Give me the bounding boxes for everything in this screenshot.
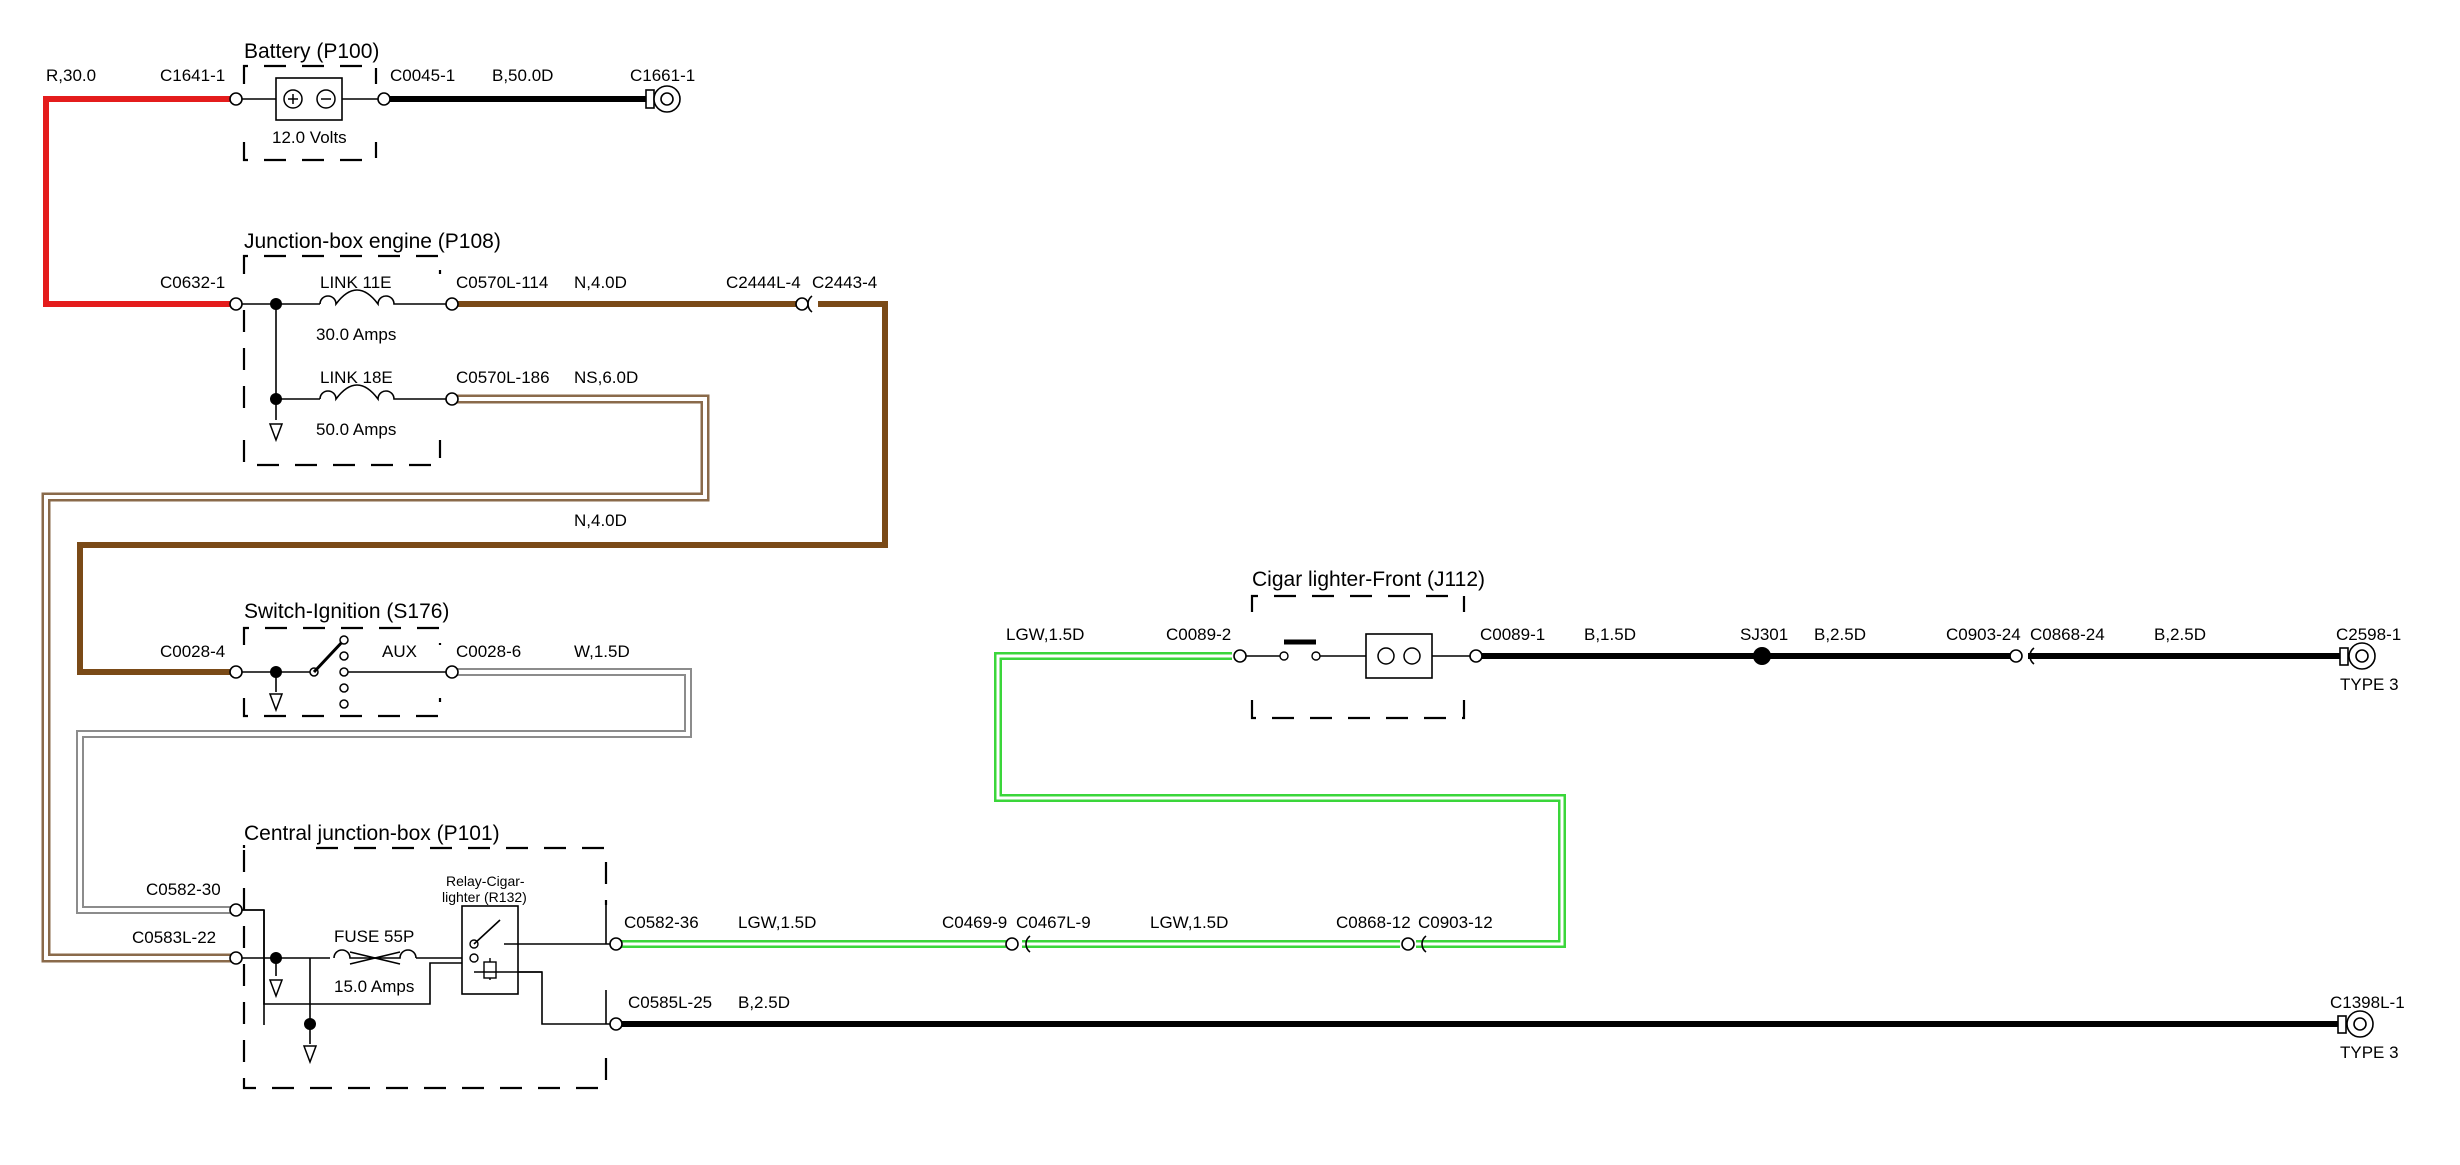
central-box-title: Central junction-box (P101) [244,822,500,845]
wire-label-b25-bottom: B,2.5D [738,993,790,1012]
connector-c0632-1 [229,297,243,311]
connector-c0089-2 [1233,649,1247,663]
connector-c0089-1 [1469,649,1483,663]
switch-position-aux: AUX [382,642,417,661]
connector-label-c2598-1: C2598-1 [2336,625,2401,644]
connector-c0028-4 [229,665,243,679]
wire-label-lgw-a: LGW,1.5D [738,913,816,932]
connector-label-c0903-24: C0903-24 [1946,625,2021,644]
battery-box-outline [242,64,378,162]
connector-c0583l-22 [229,951,243,965]
ground-type-label-b: TYPE 3 [2340,1043,2399,1062]
connector-c0045-1 [377,92,391,106]
connector-c1641-1 [229,92,243,106]
battery-title: Battery (P100) [244,40,379,63]
wire-label-b25-a: B,2.5D [1814,625,1866,644]
fuse-55p-rating: 15.0 Amps [334,977,414,996]
switch-ignition-box-outline [242,626,442,718]
wire-lgw-outer-3 [994,652,1566,948]
cigar-lighter-box-outline [1250,594,1466,720]
junction-engine-title: Junction-box engine (P108) [244,230,501,253]
switch-ignition-title: Switch-Ignition (S176) [244,600,449,623]
wire-w-15-outer [76,668,692,914]
connector-label-c0868-24: C0868-24 [2030,625,2105,644]
connector-c0028-6 [445,665,459,679]
wire-label-r30: R,30.0 [46,66,96,85]
connector-label-c0089-1: C0089-1 [1480,625,1545,644]
fuse-55p-icon [333,949,417,959]
cigar-lighter-title: Cigar lighter-Front (J112) [1252,568,1485,591]
connector-c0585l-25 [609,1017,623,1031]
connector-label-c1661-1: C1661-1 [630,66,695,85]
ground-terminal-c1661-1 [645,89,655,109]
connector-label-c0582-30: C0582-30 [146,880,221,899]
ground-terminal-c2598-1 [2339,647,2349,666]
link-11e-fuse-icon [319,289,402,307]
connector-label-c1398l-1: C1398L-1 [2330,993,2405,1012]
ignition-switch-lever-icon [312,638,346,674]
ground-arrow-icon [268,423,284,443]
connector-label-c0632-1: C0632-1 [160,273,225,292]
connector-c2444l-4 [795,297,809,311]
connector-label-c0028-4: C0028-4 [160,642,225,661]
connector-label-c2444l-4: C2444L-4 [726,273,801,292]
connector-c0903-24 [2009,649,2023,663]
connector-c0582-30 [229,903,243,917]
connector-label-c0868-12: C0868-12 [1336,913,1411,932]
link-11e-name: LINK 11E [320,273,392,292]
wire-label-w15: W,1.5D [574,642,630,661]
relay-label-line2: lighter (R132) [442,889,527,905]
connector-c0582-36 [609,937,623,951]
connector-label-c2443-4: C2443-4 [812,273,877,292]
wire-label-n4-top: N,4.0D [574,273,627,292]
ground-arrow-icon [268,693,284,713]
ground-arrow-icon [268,979,284,999]
fuse-55p-name: FUSE 55P [334,927,414,946]
connector-label-c0469-9: C0469-9 [942,913,1007,932]
connector-label-c0583l-22: C0583L-22 [132,928,216,947]
wire-n-4-mid [77,301,888,675]
connector-label-c0467l-9: C0467L-9 [1016,913,1091,932]
wire-ns-6-inner [44,397,707,960]
splice-sj301 [1753,647,1771,665]
connector-label-c0045-1: C0045-1 [390,66,455,85]
junction-engine-box-outline [242,254,442,467]
connector-label-c0028-6: C0028-6 [456,642,521,661]
wire-lgw-inner-3 [996,654,1564,946]
connector-label-c0582-36: C0582-36 [624,913,699,932]
wire-label-ns6: NS,6.0D [574,368,638,387]
connector-label-c0585l-25: C0585L-25 [628,993,712,1012]
connector-c0570l-186 [445,392,459,406]
connector-c0570l-114 [445,297,459,311]
connector-label-c0903-12: C0903-12 [1418,913,1493,932]
relay-cigar-lighter-icon [461,905,519,995]
wire-label-lgw-c: LGW,1.5D [1006,625,1084,644]
wire-r-30 [43,96,232,307]
cigar-lighter-element-icon [1365,633,1433,679]
link-18e-fuse-icon [319,384,402,402]
ground-terminal-c1398l-1 [2337,1015,2347,1034]
battery-voltage: 12.0 Volts [272,128,347,147]
link-18e-name: LINK 18E [320,368,393,387]
splice-label-sj301: SJ301 [1740,625,1788,644]
wire-w-15-inner [78,670,690,912]
wire-label-b25-b: B,2.5D [2154,625,2206,644]
wire-label-lgw-b: LGW,1.5D [1150,913,1228,932]
connector-label-c1641-1: C1641-1 [160,66,225,85]
connector-label-c0570l-114: C0570L-114 [456,273,548,292]
wire-label-n4-mid: N,4.0D [574,511,627,530]
wire-label-b15: B,1.5D [1584,625,1636,644]
ground-type-label-a: TYPE 3 [2340,675,2399,694]
connector-c0868-12 [1401,937,1415,951]
connector-label-c0089-2: C0089-2 [1166,625,1231,644]
ground-arrow-icon [302,1045,318,1065]
wire-label-b50: B,50.0D [492,66,553,85]
connector-label-c0570l-186: C0570L-186 [456,368,550,387]
connector-c0469-9 [1005,937,1019,951]
link-18e-rating: 50.0 Amps [316,420,396,439]
link-11e-rating: 30.0 Amps [316,325,396,344]
central-box-outline [242,845,608,1090]
relay-label-line1: Relay-Cigar- [446,873,525,889]
